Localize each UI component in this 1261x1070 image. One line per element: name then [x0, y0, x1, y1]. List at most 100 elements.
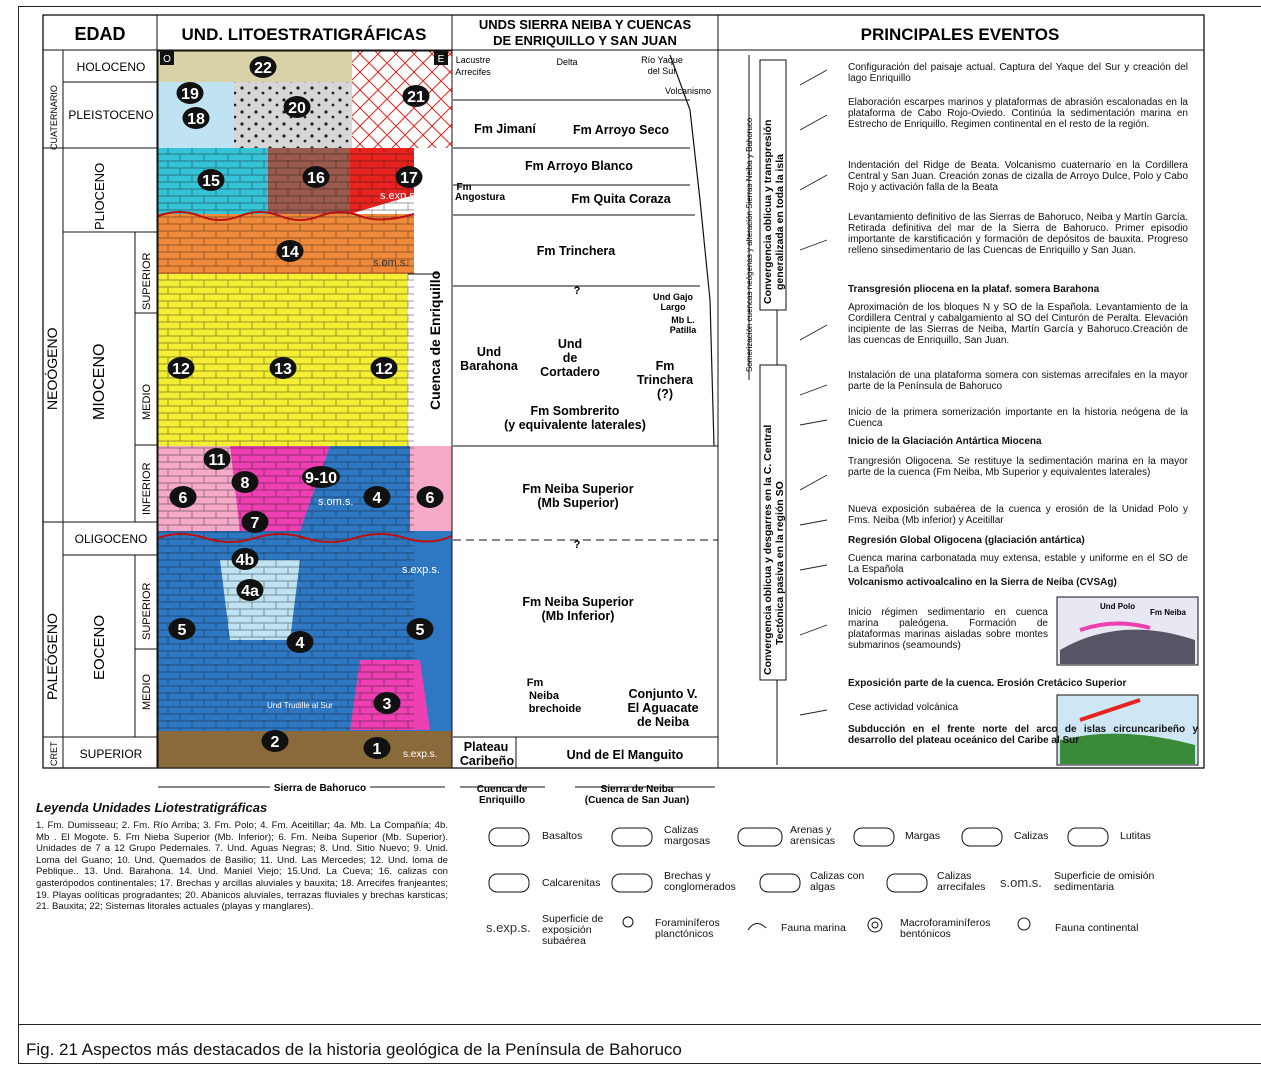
age-mio-inferior: INFERIOR	[141, 462, 153, 515]
unit-badge	[241, 511, 269, 533]
header-litho: UND. LITOESTRATIGRÁFICAS	[182, 25, 427, 44]
sierra-mb-inf: (Mb Inferior)	[542, 609, 615, 623]
legend-fauna-marina: Fauna marina	[781, 922, 846, 934]
legend-sexp-label: s.exp.s.	[486, 920, 531, 935]
unit-badge	[182, 107, 210, 129]
event-item: Regresión Global Oligocena (glaciación a…	[848, 535, 1085, 546]
unit-number: 14	[281, 244, 299, 261]
sierra-fm-neiba-1: Fm	[527, 677, 544, 689]
legend-sexp: Superficie de exposición subaérea	[542, 913, 604, 947]
legend-symbols	[488, 827, 1109, 933]
unit-badge	[406, 618, 434, 640]
unit-number: 8	[241, 475, 250, 492]
age-holoceno: HOLOCENO	[77, 60, 146, 74]
sierra-delta: Delta	[556, 57, 577, 67]
inset-und-polo: Und Polo	[1100, 602, 1135, 611]
unit-number: 21	[407, 89, 425, 106]
age-eoceno: EOCENO	[91, 615, 108, 680]
event-item: Cuenca marina carbonatada muy extensa, e…	[848, 553, 1188, 575]
age-cret: CRET	[49, 741, 59, 766]
unit-badge	[276, 240, 304, 262]
header-sierra-2: DE ENRIQUILLO Y SAN JUAN	[493, 33, 677, 48]
header-eventos: PRINCIPALES EVENTOS	[861, 25, 1060, 44]
unit-number: 2	[271, 734, 280, 751]
sierra-plateau-1: Plateau	[464, 740, 508, 754]
vertical-somerizacion: Somerización cuencas neógenas y alteraci…	[745, 117, 754, 372]
sierra-mb-l-2: Patilla	[670, 325, 698, 335]
unit-badge	[363, 737, 391, 759]
event-item: Trangresión Oligocena. Se restituye la s…	[848, 456, 1188, 478]
age-mio-superior: SUPERIOR	[141, 252, 153, 310]
event-item: Nueva exposición subaérea de la cuenca y…	[848, 504, 1188, 526]
inset-fm-neiba: Fm Neiba	[1150, 608, 1187, 617]
sierra-arrecifes: Arrecifes	[455, 67, 491, 77]
sierra-conjunto-1: Conjunto V.	[629, 687, 698, 701]
sierra-manguito: Und de El Manguito	[567, 748, 684, 762]
unit-badge	[261, 730, 289, 752]
unit-number: 15	[202, 173, 220, 190]
age-cuaternario: CUATERNARIO	[49, 85, 59, 150]
legend-calizas-margosas: Calizas margosas	[664, 824, 711, 847]
event-item: Elaboración escarpes marinos y plataform…	[848, 97, 1188, 130]
event-item: Configuración del paisaje actual. Captur…	[848, 62, 1188, 84]
event-item: Indentación del Ridge de Beata. Volcanis…	[848, 160, 1188, 193]
vertical-conv2-l1: Convergencia oblicua y desgarres en la C…	[762, 425, 774, 675]
age-mio-medio: MEDIO	[141, 384, 153, 421]
legend-title: Leyenda Unidades Liotestratigráficas	[36, 800, 268, 815]
age-plioceno: PLIOCENO	[92, 163, 107, 230]
sierra-neiba-inf: Fm Neiba Superior	[522, 595, 633, 609]
unit-badge	[168, 618, 196, 640]
unit-number: 17	[400, 170, 418, 187]
unit-number: 20	[288, 100, 306, 117]
unit-number: 6	[426, 490, 435, 507]
sierra-und-gajo-2: Largo	[660, 302, 686, 312]
unit-number: 16	[307, 170, 325, 187]
legend-foraminiferos: Foraminíferos planctónicos	[655, 917, 720, 940]
age-mioceno: MIOCENO	[91, 344, 108, 420]
sierra-plateau-2: Caribeño	[460, 754, 515, 768]
age-labels: HOLOCENO PLEISTOCENO CUATERNARIO NEOÓGEN…	[44, 60, 154, 766]
som-label: s.om.s.	[373, 257, 408, 269]
unit-badge	[176, 82, 204, 104]
unit-badge	[269, 357, 297, 379]
legend-som-label: s.om.s.	[1000, 875, 1042, 890]
unit-number: 7	[251, 515, 260, 532]
sierra-fm-quita-coraza: Fm Quita Coraza	[571, 192, 671, 206]
legend-brechas: Brechas y conglomerados	[664, 870, 736, 893]
event-item: Inicio de la Glaciación Antártica Miocen…	[848, 436, 1042, 447]
sierra-und-gajo-1: Und Gajo	[653, 292, 694, 302]
sierra-conjunto-2: El Aguacate	[627, 701, 698, 715]
som-label-2: s.om.s.	[318, 496, 353, 508]
vertical-conv2-l2: Tectónica pasiva en la región SO	[774, 481, 786, 645]
sierra-fm-sombrerito: Fm Sombrerito	[531, 404, 620, 418]
sexp-label-1: s.exp.s.	[380, 190, 418, 202]
sierra-und-barahona-2: Barahona	[460, 359, 519, 373]
unit-number: 9-10	[305, 470, 337, 487]
sierra-sombrerito-2: (y equivalente laterales)	[504, 418, 646, 432]
legend-calizas: Calizas	[1014, 830, 1049, 842]
sierra-fm-neiba-3: brechoide	[529, 703, 582, 715]
unit-number: 11	[209, 452, 226, 469]
unit-number: 1	[373, 741, 382, 758]
unit-badge	[402, 85, 430, 107]
legend-arenas: Arenas y arensicas	[790, 824, 835, 847]
sierra-fm-arroyo-seco: Fm Arroyo Seco	[573, 123, 669, 137]
sexp-label-2: s.exp.s.	[402, 564, 440, 576]
litho-strata	[157, 50, 453, 769]
age-oligoceno: OLIGOCENO	[75, 532, 148, 546]
unit-badge	[363, 486, 391, 508]
bottom-cuenca-1: Cuenca de	[477, 784, 528, 795]
unit-number: 22	[254, 60, 272, 77]
sierra-q-1: ?	[574, 285, 581, 297]
sierra-rio-yaque-2: del Sur	[648, 66, 677, 76]
unit-badge	[231, 471, 259, 493]
bottom-profile: Sierra de Bahoruco Cuenca de Enriquillo …	[158, 780, 715, 806]
event-item: Levantamiento definitivo de las Sierras …	[848, 212, 1188, 256]
legend-basaltos: Basaltos	[542, 830, 583, 842]
unit-number: 4	[296, 635, 305, 652]
age-cret-superior: SUPERIOR	[80, 747, 143, 761]
figure-caption: Fig. 21 Aspectos más destacados de la hi…	[26, 1040, 682, 1059]
unit-number: 19	[181, 86, 199, 103]
unit-number: 5	[416, 622, 425, 639]
